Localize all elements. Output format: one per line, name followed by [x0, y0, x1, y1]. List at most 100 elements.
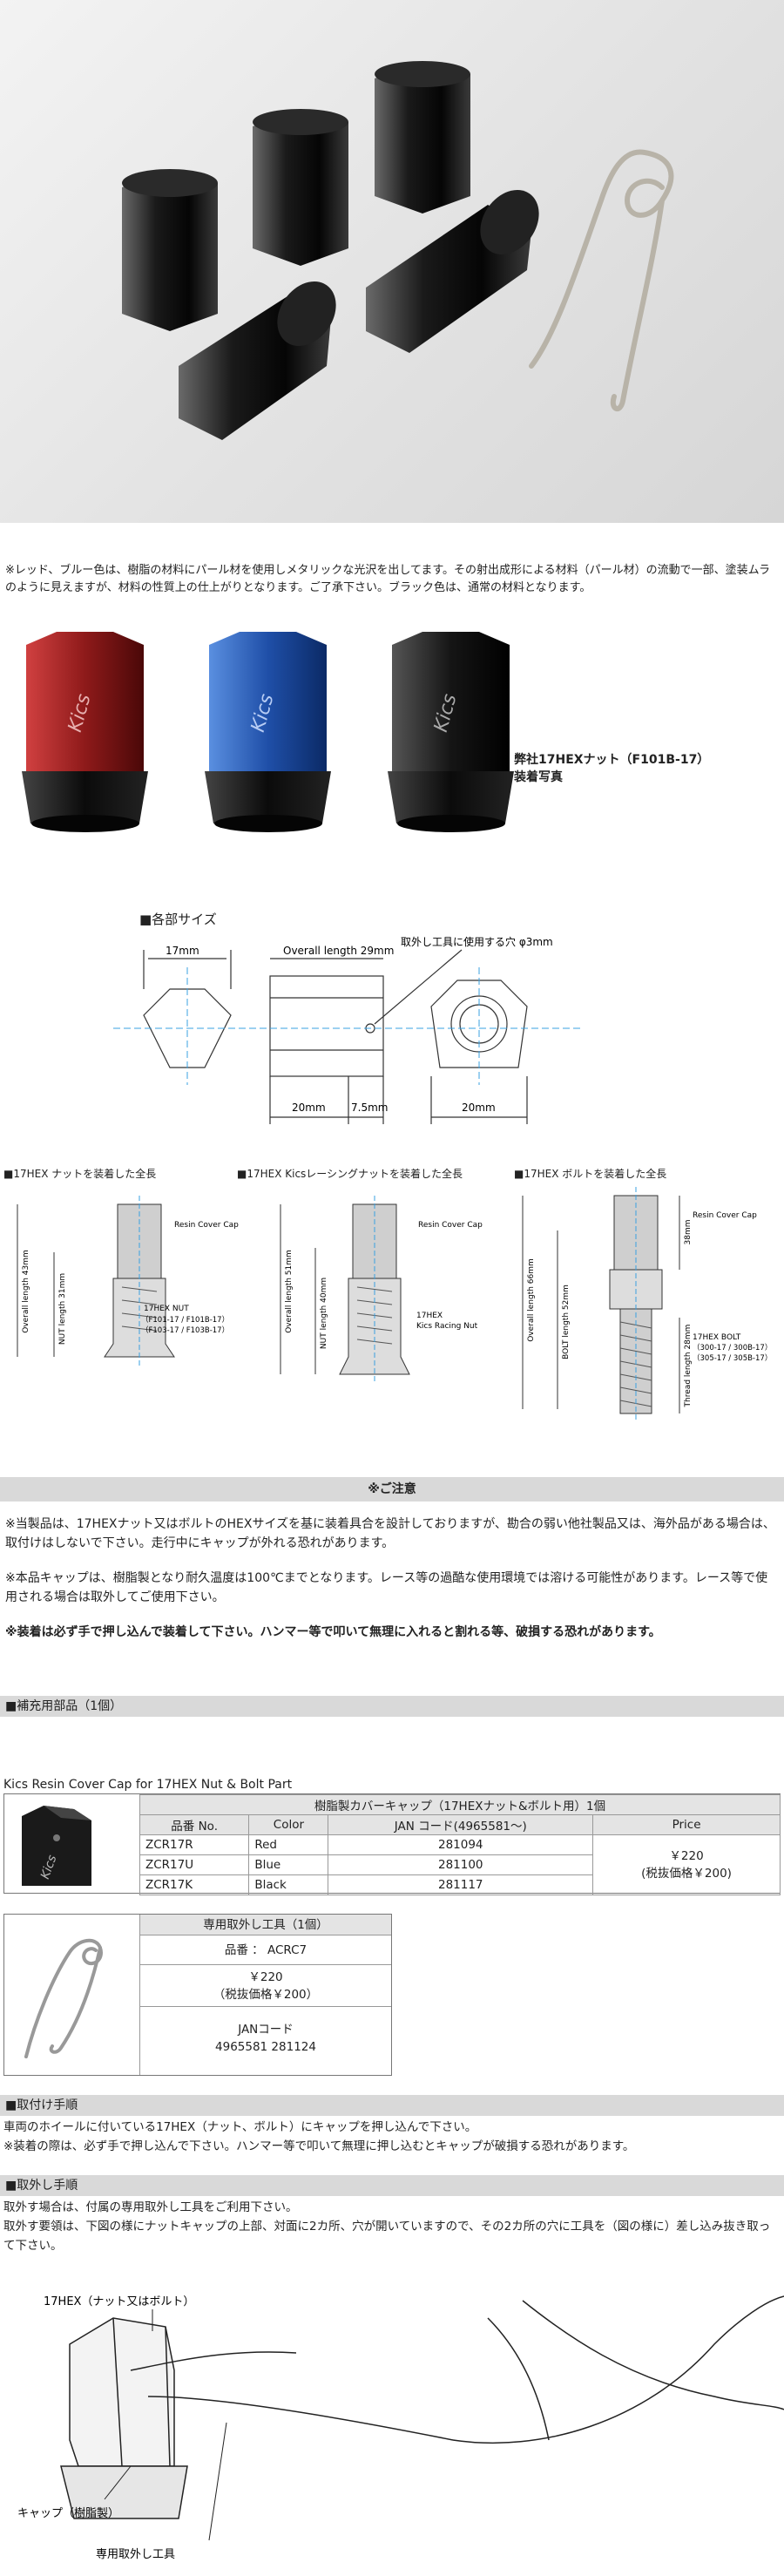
cap-photo-4 — [366, 189, 539, 353]
label-17hex: 17HEX（ナット又はボルト） — [44, 2295, 194, 2308]
profile-racing-no1: Kics Racing Nut — [416, 1322, 478, 1331]
profile-bolt-no2: （305-17 / 305B-17） — [693, 1353, 772, 1363]
part-no: ZCR17U — [139, 1854, 250, 1875]
red-cap-photo: Kics — [22, 632, 148, 832]
profile-title-nut: ■17HEX ナットを装着した全長 — [3, 1168, 157, 1180]
fitment-profiles: Overall length 43mm NUT length 31mm Resi… — [17, 1187, 772, 1422]
dim-hole: 取外し工具に使用する穴 φ3mm — [401, 935, 553, 948]
dim-seg-b: 7.5mm — [351, 1102, 388, 1114]
color: Black — [248, 1874, 329, 1895]
profile-nut-no1: （F101-17 / F101B-17） — [141, 1315, 229, 1325]
dim-overall: Overall length 29mm — [283, 945, 394, 957]
tool-box — [3, 1914, 392, 2076]
install-caption-line2: 装着写真 — [514, 770, 563, 784]
black-cap-photo: Kics — [388, 632, 514, 832]
supplement-title: Kics Resin Cover Cap for 17HEX Nut & Bol… — [3, 1778, 293, 1792]
table-row: ZCR17K Black 281117 — [139, 1874, 781, 1895]
install-caption: 弊社17HEXナット（F101B-17） 装着写真 — [514, 751, 709, 786]
cap-photo-2 — [253, 109, 348, 266]
install-line1: 車両のホイールに付いている17HEX（ナット、ボルト）にキャップを押し込んで下さ… — [3, 2120, 477, 2134]
profile-nut-overall: Overall length 43mm — [22, 1250, 30, 1333]
jan-code: 281100 — [328, 1854, 594, 1875]
tool-jan-label: JANコード — [238, 2023, 294, 2037]
profile-nut-length: NUT length 31mm — [58, 1273, 67, 1345]
table-row: ZCR17R Red 281094 ￥220 (税抜価格￥200) — [139, 1834, 781, 1895]
profile-racing-nut: Overall length 51mm NUT length 40mm Resi… — [280, 1196, 483, 1383]
col-price: Price — [592, 1814, 781, 1835]
cap-photo-1 — [122, 169, 218, 331]
label-tool: 専用取外し工具 — [96, 2548, 175, 2561]
install-line2: ※装着の際は、必ず手で押し込んで下さい。ハンマー等で叩いて無理に押し込むとキャッ… — [3, 2139, 635, 2153]
color-variants-photo: Kics Kics Kics — [22, 632, 514, 832]
part-no: ZCR17K — [139, 1874, 250, 1895]
profile-racing-overall: Overall length 51mm — [285, 1250, 294, 1333]
part-no: ZCR17R — [139, 1834, 250, 1855]
dimension-drawing: 17mm Overall length 29mm 取外し工具に使用する穴 φ3m… — [113, 935, 584, 1124]
removal-line1: 取外す場合は、付属の専用取外し工具をご利用下さい。 — [3, 2200, 298, 2214]
color: Blue — [248, 1854, 329, 1875]
hex-top-view — [143, 988, 232, 1068]
profile-nut-name: 17HEX NUT — [144, 1305, 189, 1313]
col-jan: JAN コード(4965581〜) — [328, 1814, 594, 1835]
removal-bar: ■取外し手順 — [0, 2175, 784, 2196]
cap-side-view — [269, 975, 384, 1077]
blue-cap-photo: Kics — [205, 632, 331, 832]
tool-jan-cell: JANコード 4965581 281124 — [139, 2007, 391, 2075]
photo-note: ※レッド、ブルー色は、樹脂の材料にパール材を使用しメタリックな光沢を出してます。… — [5, 564, 770, 594]
profile-nut-no2: （F103-17 / F103B-17） — [141, 1325, 229, 1335]
profile-bolt-no1: （300-17 / 300B-17） — [693, 1343, 772, 1352]
jan-code: 281117 — [328, 1874, 594, 1895]
profile-bolt-cap-label: Resin Cover Cap — [693, 1211, 757, 1220]
caps-and-tool-illustration — [122, 61, 674, 440]
tool-head: 専用取外し工具（1個） — [139, 1915, 391, 1935]
caution-3: ※装着は必ず手で押し込んで装着して下さい。ハンマー等で叩いて無理に入れると割れる… — [5, 1625, 661, 1639]
profile-bolt: Overall length 66mm BOLT length 52mm 38m… — [522, 1187, 772, 1422]
profile-bolt-38: 38mm — [684, 1220, 693, 1245]
col-part-no: 品番 No. — [139, 1814, 250, 1835]
dim-side: 20mm — [462, 1102, 496, 1114]
color: Red — [248, 1834, 329, 1855]
tool-price-tax: （税抜価格￥200） — [213, 1988, 319, 2002]
caution-title: ※ご注意 — [0, 1477, 784, 1502]
supplement-table-title: 樹脂製カバーキャップ（17HEXナット&ボルト用）1個 — [139, 1794, 781, 1815]
caution-1: ※当製品は、17HEXナット又はボルトのHEXサイズを基に装着具合を設計しており… — [5, 1517, 775, 1550]
caution-2: ※本品キャップは、樹脂製となり耐久温度は100℃までとなります。レース等の過酷な… — [5, 1571, 768, 1604]
profile-bolt-name: 17HEX BOLT — [693, 1333, 741, 1342]
profile-bolt-overall: Overall length 66mm — [527, 1258, 536, 1342]
profile-title-bolt: ■17HEX ボルトを装着した全長 — [514, 1168, 667, 1180]
price-tax: (税抜価格￥200) — [641, 1867, 732, 1881]
profile-racing-name: 17HEX — [416, 1312, 443, 1320]
profile-bolt-thread: Thread length 28mm — [684, 1325, 693, 1408]
removal-tool-photo — [529, 149, 674, 411]
removal-tool-image — [24, 1938, 103, 2058]
profile-racing-cap-label: Resin Cover Cap — [418, 1221, 483, 1230]
install-caption-line1: 弊社17HEXナット（F101B-17） — [514, 753, 710, 767]
supplement-bar: ■補充用部品（1個） — [0, 1696, 784, 1717]
hex-bottom-view — [430, 980, 528, 1068]
hero-photo — [0, 0, 784, 523]
cap-product-image: Kics — [22, 1806, 91, 1886]
supplement-table: 樹脂製カバーキャップ（17HEXナット&ボルト用）1個 品番 No. Color… — [139, 1794, 781, 1895]
col-color: Color — [248, 1814, 329, 1835]
jan-code: 281094 — [328, 1834, 594, 1855]
dimensions-title: ■各部サイズ — [139, 912, 217, 927]
price-cell: ￥220 (税抜価格￥200) — [592, 1834, 781, 1895]
removal-illustration: 17HEX（ナット又はボルト） キャップ（樹脂製） 専用取外し工具 — [17, 2295, 784, 2561]
tool-price-cell: ￥220 （税抜価格￥200） — [139, 1965, 391, 2007]
profile-nut: Overall length 43mm NUT length 31mm Resi… — [17, 1196, 239, 1366]
removal-line2: 取外す要領は、下図の様にナットキャップの上部、対面に2カ所、穴が開いていますので… — [3, 2220, 771, 2253]
label-cap: キャップ（樹脂製） — [17, 2507, 119, 2520]
tool-jan: 4965581 281124 — [215, 2040, 316, 2054]
profile-title-racing-nut: ■17HEX Kicsレーシングナットを装着した全長 — [237, 1168, 463, 1180]
tool-price: ￥220 — [248, 1970, 283, 1984]
cap-photo-3 — [375, 61, 470, 214]
dim-width: 17mm — [166, 945, 199, 957]
profile-bolt-length: BOLT length 52mm — [562, 1285, 571, 1359]
dim-seg-a: 20mm — [292, 1102, 326, 1114]
profile-racing-length: NUT length 40mm — [320, 1278, 328, 1349]
tool-part: 品番 ： ACRC7 — [139, 1935, 391, 1965]
price: ￥220 — [669, 1849, 704, 1863]
cap-photo-5 — [179, 281, 336, 440]
install-bar: ■取付け手順 — [0, 2095, 784, 2116]
profile-nut-cap-label: Resin Cover Cap — [174, 1221, 239, 1230]
